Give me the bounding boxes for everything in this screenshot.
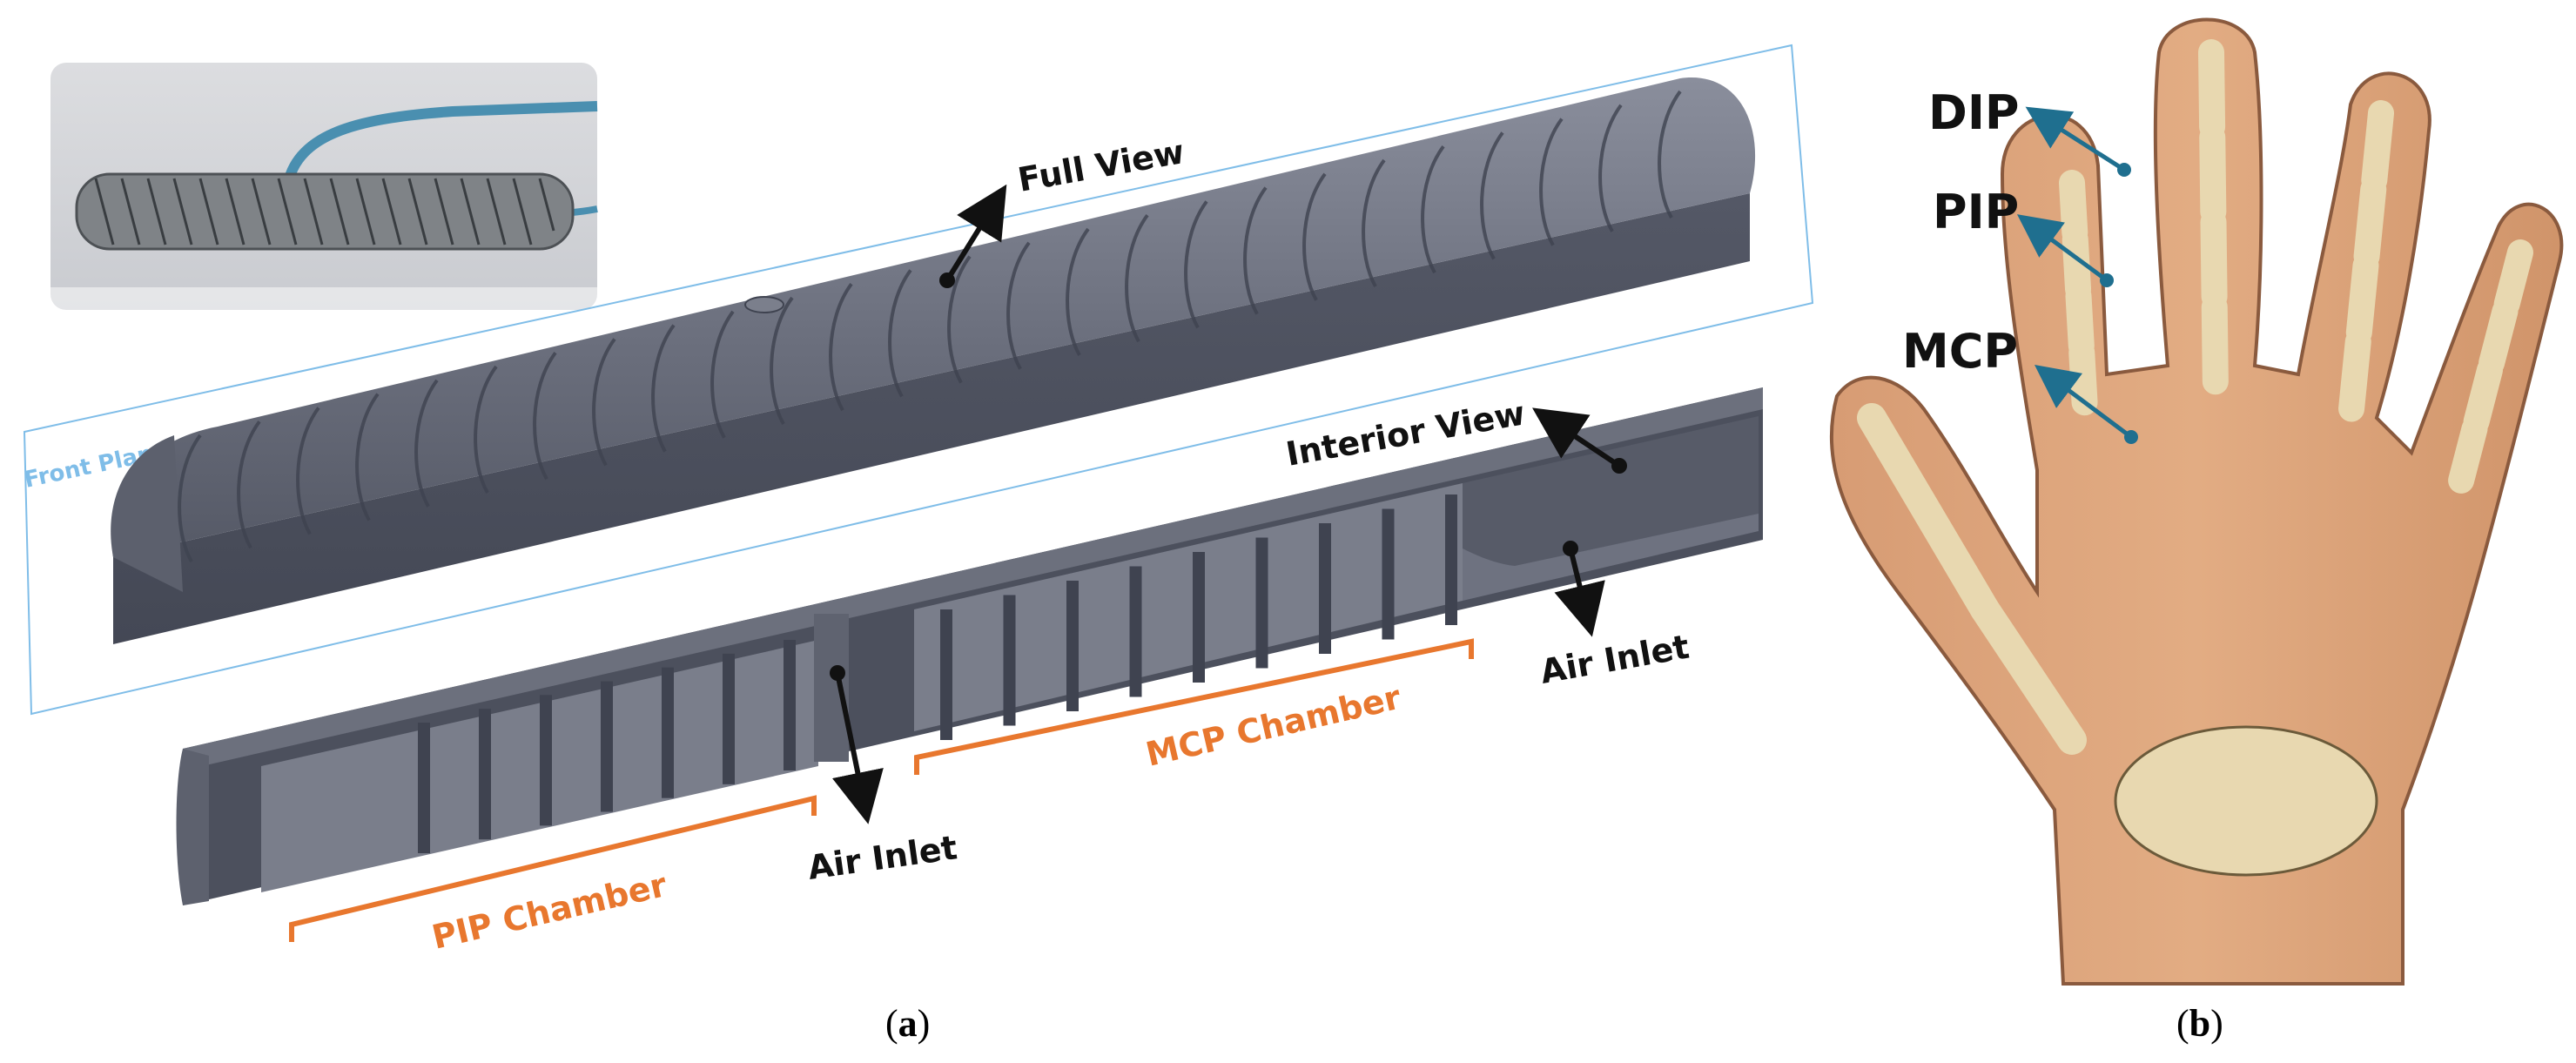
thumb-bone bbox=[1857, 403, 2000, 624]
rib-line bbox=[1598, 104, 1623, 232]
rib-line bbox=[1006, 241, 1031, 370]
actuator-photo bbox=[50, 63, 598, 322]
mcp-chamber-label: MCP Chamber bbox=[1142, 678, 1404, 774]
rib-line bbox=[355, 393, 380, 521]
full-view-label: Full View bbox=[1015, 132, 1187, 199]
finger-bone bbox=[2065, 283, 2095, 360]
rib-line bbox=[592, 338, 616, 467]
finger-bone bbox=[2478, 298, 2519, 376]
panel-b: DIP PIP MCP (b) bbox=[1829, 17, 2564, 1045]
mcp-chamber-bracket bbox=[914, 638, 1474, 775]
chamber-wall bbox=[418, 723, 430, 853]
finger-bone bbox=[2345, 252, 2379, 346]
finger-bone bbox=[2493, 239, 2533, 318]
rib-line bbox=[474, 365, 498, 494]
pip-arrow bbox=[2016, 214, 2114, 287]
chamber-wall bbox=[1382, 508, 1395, 640]
hand-illustration bbox=[1829, 17, 2564, 986]
finger-bone bbox=[2338, 328, 2371, 422]
thumb-bone bbox=[1970, 595, 2087, 755]
pip-label: PIP bbox=[1933, 185, 2019, 239]
rib-line bbox=[1658, 90, 1682, 219]
finger-bone bbox=[2201, 293, 2229, 395]
rib-line bbox=[1066, 227, 1090, 356]
chamber-wall bbox=[1193, 552, 1205, 683]
finger-bone bbox=[2200, 209, 2228, 310]
rib-line bbox=[1362, 158, 1386, 287]
rib-line bbox=[1125, 214, 1149, 343]
finger-bone bbox=[2068, 340, 2098, 416]
rib-line bbox=[829, 283, 853, 412]
finger-bone bbox=[2361, 100, 2394, 193]
panel-a: Front Plane MCP Chamber bbox=[22, 44, 1814, 1045]
chamber-wall bbox=[601, 681, 613, 812]
rib-line bbox=[533, 352, 557, 481]
finger-bone bbox=[2448, 415, 2488, 494]
chamber-wall bbox=[662, 667, 674, 798]
interior-view-model bbox=[176, 387, 1763, 905]
rib-line bbox=[1539, 118, 1564, 246]
finger-bone bbox=[2061, 226, 2092, 303]
air-inlet-right-label: Air Inlet bbox=[1537, 628, 1692, 691]
rib-line bbox=[178, 434, 202, 562]
mcp-label: MCP bbox=[1902, 324, 2018, 379]
rib-line bbox=[710, 310, 735, 439]
full-view-arrow bbox=[939, 184, 1007, 288]
interior-view-arrow bbox=[1532, 407, 1627, 474]
panel-a-caption: (a) bbox=[885, 1002, 930, 1045]
rib-line bbox=[1480, 131, 1504, 260]
chamber-wall bbox=[540, 695, 552, 826]
panel-b-caption: (b) bbox=[2176, 1002, 2223, 1045]
rib-line bbox=[1184, 200, 1208, 329]
chamber-wall bbox=[1129, 566, 1142, 697]
chamber-wall bbox=[784, 640, 796, 770]
pip-chamber-bracket bbox=[289, 795, 817, 942]
rib-line bbox=[1302, 172, 1327, 301]
chamber-wall bbox=[1003, 595, 1016, 726]
finger-bone bbox=[2199, 124, 2227, 225]
chamber-wall bbox=[479, 709, 491, 840]
rib-line bbox=[414, 379, 439, 508]
chamber-wall bbox=[1445, 494, 1457, 625]
chamber-wall bbox=[1255, 537, 1268, 669]
dip-label: DIP bbox=[1928, 85, 2020, 140]
chamber-wall bbox=[1066, 581, 1079, 711]
chamber-wall bbox=[940, 609, 952, 740]
rib-line bbox=[947, 255, 972, 384]
air-inlet-center-arrow bbox=[830, 665, 884, 824]
finger-bone bbox=[2059, 170, 2088, 246]
rib-line bbox=[651, 324, 676, 453]
rib-line bbox=[1243, 186, 1268, 315]
chamber-wall bbox=[723, 653, 735, 784]
pip-chamber-label: PIP Chamber bbox=[428, 865, 670, 957]
mcp-arrow bbox=[2034, 365, 2138, 444]
dip-arrow bbox=[2025, 106, 2131, 177]
rib-line bbox=[770, 296, 794, 425]
rib-line bbox=[888, 269, 912, 398]
carpal-bones bbox=[2114, 725, 2378, 877]
finger-bone bbox=[2198, 39, 2226, 140]
rib-line bbox=[1421, 145, 1445, 274]
chamber-wall bbox=[1319, 523, 1331, 654]
front-plane-outline bbox=[23, 44, 1814, 716]
air-inlet-center-label: Air Inlet bbox=[805, 828, 959, 887]
air-inlet-right-arrow bbox=[1554, 541, 1605, 637]
full-view-model bbox=[111, 77, 1756, 644]
finger-bone bbox=[2463, 357, 2503, 435]
rib-line bbox=[296, 407, 320, 535]
finger-bone bbox=[2353, 176, 2387, 270]
rib-line bbox=[237, 420, 261, 549]
